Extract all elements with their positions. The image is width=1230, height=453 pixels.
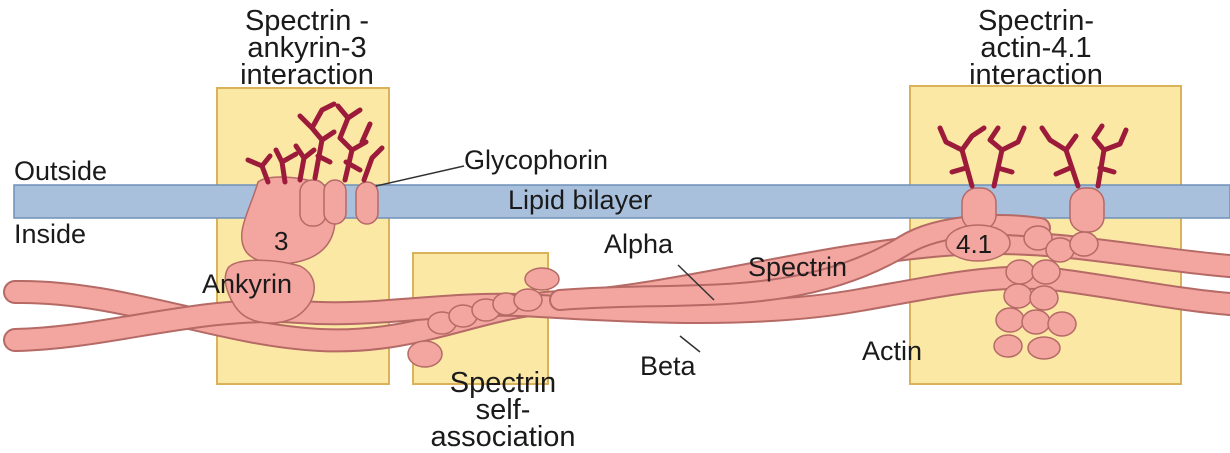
outside-label: Outside bbox=[14, 158, 107, 185]
band-3-label: 3 bbox=[274, 226, 288, 257]
spectrin-actin-line-1: Spectrin- bbox=[920, 8, 1152, 35]
spectrin-ankyrin-line-3: interaction bbox=[196, 62, 418, 89]
spectrin-actin-line-2: actin-4.1 bbox=[920, 35, 1152, 62]
spectrin-ankyrin-label: Spectrin - ankyrin-3 interaction bbox=[196, 8, 418, 89]
band-41-label: 4.1 bbox=[956, 229, 992, 260]
lipid-bilayer-label: Lipid bilayer bbox=[508, 187, 652, 214]
spectrin-actin-label: Spectrin- actin-4.1 interaction bbox=[920, 8, 1152, 89]
spectrin-label: Spectrin bbox=[748, 254, 847, 281]
spectrin-self-line-2: self- bbox=[383, 397, 623, 424]
glycophorin-label: Glycophorin bbox=[464, 147, 608, 174]
spectrin-ankyrin-line-2: ankyrin-3 bbox=[196, 35, 418, 62]
inside-label: Inside bbox=[14, 221, 86, 248]
spectrin-actin-line-3: interaction bbox=[920, 62, 1152, 89]
actin-label: Actin bbox=[862, 338, 922, 365]
spectrin-self-line-1: Spectrin bbox=[383, 370, 623, 397]
ankyrin-label: Ankyrin bbox=[202, 271, 292, 298]
alpha-label: Alpha bbox=[604, 231, 673, 258]
beta-label: Beta bbox=[640, 353, 696, 380]
spectrin-self-line-3: association bbox=[383, 424, 623, 451]
spectrin-self-association-label: Spectrin self- association bbox=[383, 370, 623, 451]
spectrin-ankyrin-line-1: Spectrin - bbox=[196, 8, 418, 35]
